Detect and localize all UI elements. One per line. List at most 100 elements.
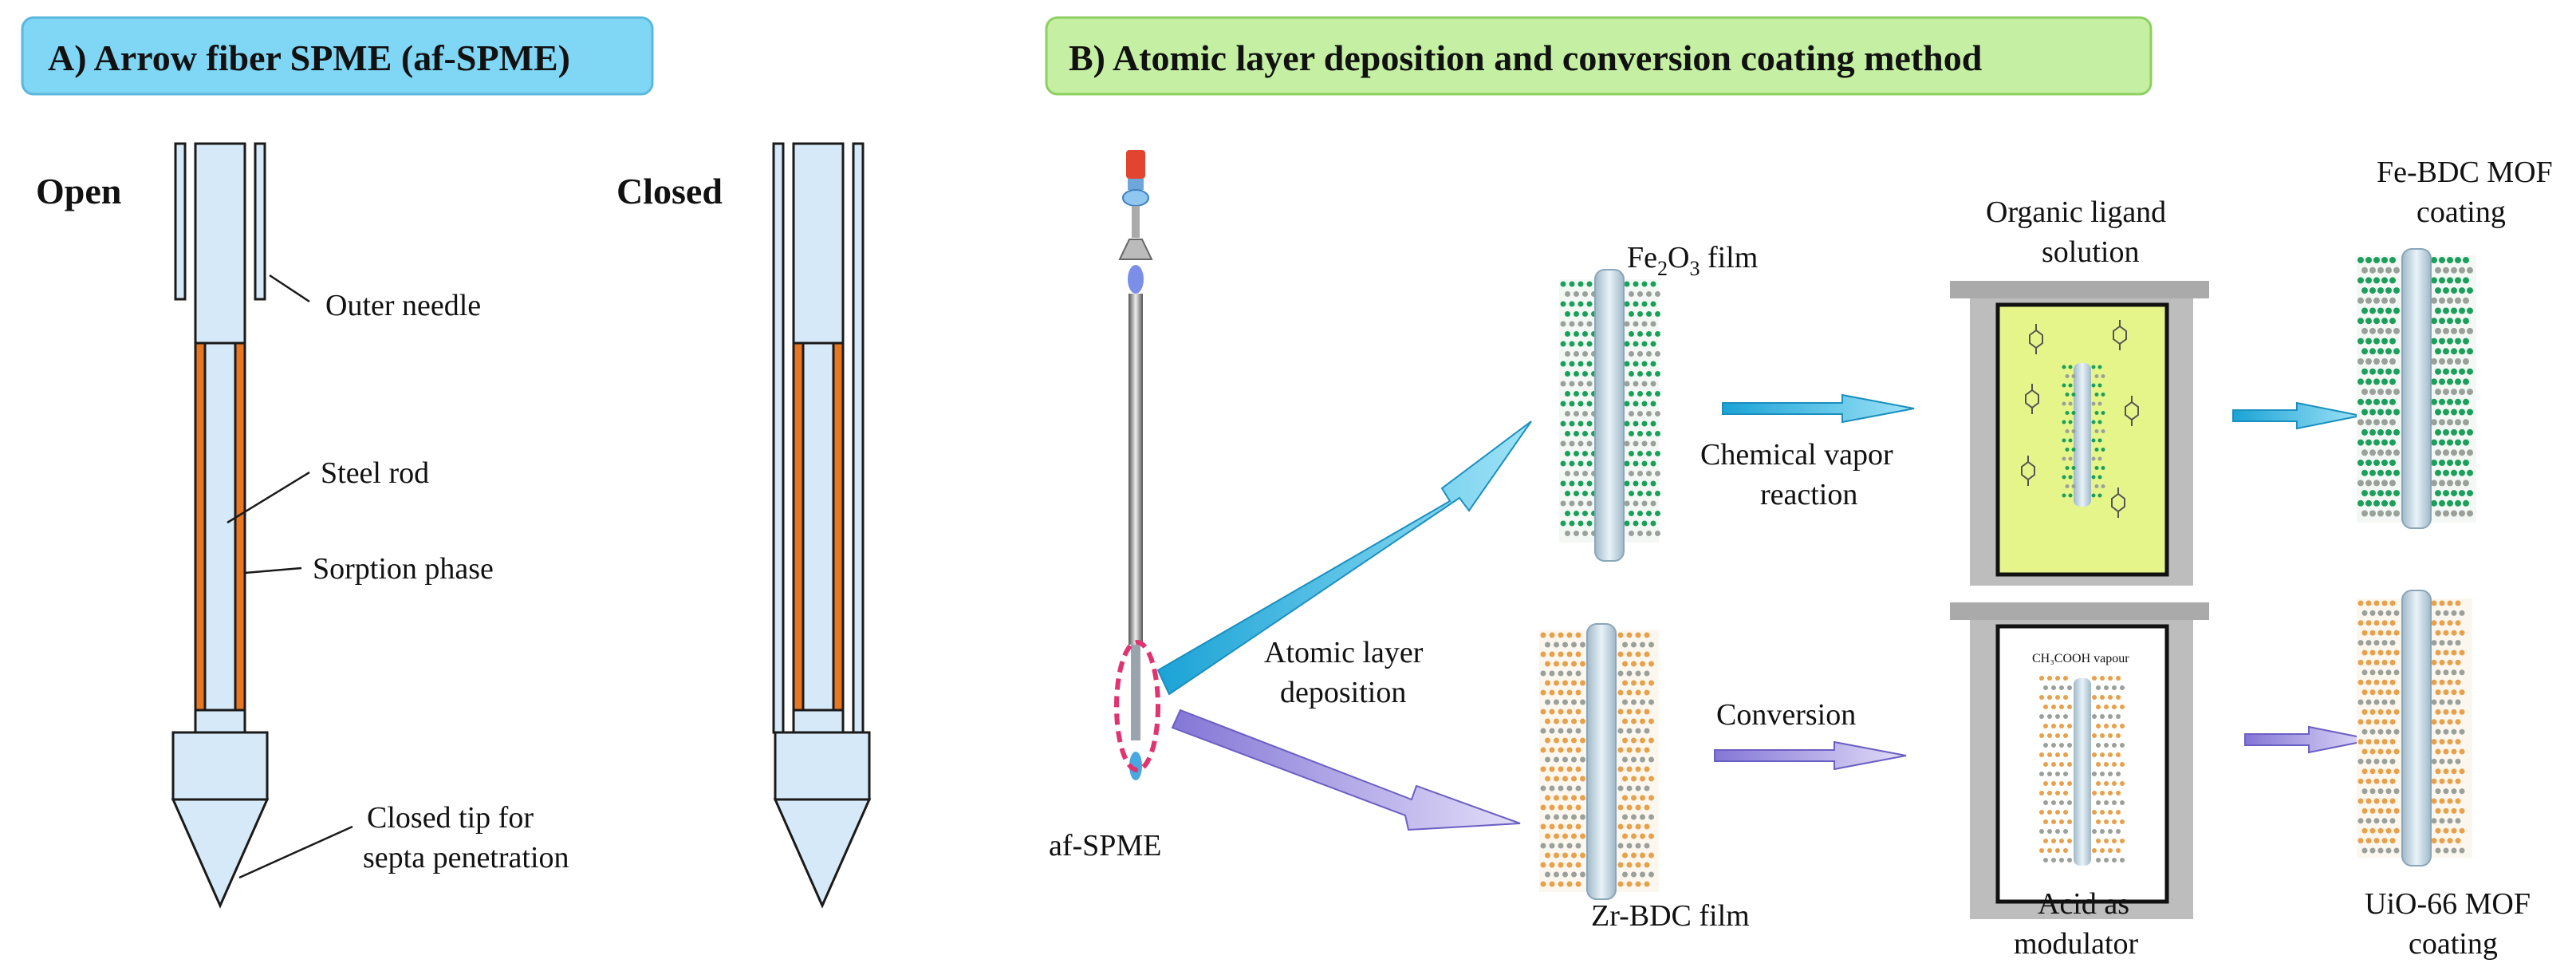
zr-bdc-particle <box>1622 718 1628 724</box>
fe2o3-particle <box>1650 480 1656 487</box>
fe-mof-particle <box>2435 409 2441 416</box>
zr-bdc-particle <box>1566 843 1573 849</box>
device-fiber-lower <box>1131 645 1140 740</box>
fe-mof-particle <box>2365 378 2372 385</box>
ligand-fiber-particle <box>2101 466 2105 470</box>
zr-bdc-particle <box>1545 756 1550 763</box>
fe-mof-particle <box>2393 389 2400 396</box>
acid-particle <box>2047 695 2052 700</box>
acid-particle <box>2116 714 2121 719</box>
zr-bdc-particle <box>1554 833 1559 839</box>
zr-bdc-particle <box>1549 670 1555 677</box>
ligand-fiber-particle <box>2065 374 2070 378</box>
fe2o3-particle <box>1650 281 1656 287</box>
fe-mof-particle <box>2447 439 2453 446</box>
ligand-fiber-particle <box>2094 393 2099 397</box>
zr-bdc-particle <box>1540 632 1546 638</box>
zr-bdc-particle <box>1571 661 1577 667</box>
ligand-label-line1: Organic ligand <box>1986 195 2166 229</box>
fe2o3-particle <box>1586 480 1593 487</box>
uio-mof-particle <box>2393 649 2400 656</box>
zr-bdc-particle <box>1617 632 1624 638</box>
ligand-reactor-lid <box>1950 281 2209 298</box>
zr-bdc-particle <box>1640 737 1645 744</box>
closed-sorption-left <box>792 341 805 712</box>
acid-particle <box>2120 685 2125 690</box>
fe2o3-particle <box>1629 531 1634 536</box>
uio-mof-particle <box>2373 719 2380 725</box>
fe-mof-particle <box>2431 439 2437 446</box>
closed-rod-upper <box>792 142 845 345</box>
zr-bdc-particle <box>1540 881 1546 887</box>
zr-bdc-particle <box>1558 823 1564 830</box>
fe-mof-particle <box>2455 318 2461 325</box>
fe-mof-particle <box>2377 307 2384 314</box>
fe2o3-particle <box>1641 381 1648 387</box>
acid-particle <box>2096 743 2101 748</box>
fe-mof-particle <box>2467 368 2473 375</box>
acid-particle <box>2059 724 2064 728</box>
fe2o3-film-label: Fe2O3 film <box>1627 241 1758 280</box>
zr-bdc-particle <box>1562 814 1568 820</box>
zr-bdc-particle <box>1554 699 1559 705</box>
fe-mof-particle <box>2373 439 2380 446</box>
uio-mof-particle <box>2369 728 2376 735</box>
fe-mof-particle <box>2369 348 2376 355</box>
fe-mof-particle <box>2385 428 2392 436</box>
acid-particle <box>2067 724 2072 728</box>
fe2o3-particle <box>1655 471 1660 476</box>
fe2o3-particle <box>1655 351 1660 357</box>
uio-mof-particle <box>2365 659 2372 665</box>
fe-mof-particle <box>2463 318 2469 325</box>
fe2o3-particle <box>1560 440 1566 447</box>
uio-mof-particle <box>2357 600 2364 606</box>
zr-bdc-particle <box>1549 689 1555 696</box>
zr-bdc-particle <box>1640 871 1645 878</box>
fe-mof-particle <box>2439 439 2445 446</box>
uio-mof-particle <box>2443 847 2449 854</box>
fe-mof-particle <box>2365 499 2372 507</box>
fe2o3-particle <box>1565 511 1570 516</box>
zr-bdc-particle <box>1644 785 1650 791</box>
uio-mof-particle <box>2443 827 2449 834</box>
fe2o3-particle <box>1586 401 1593 407</box>
fe2o3-particle <box>1586 281 1593 287</box>
fe2o3-particle <box>1655 331 1660 337</box>
ald-label-line1: Atomic layer <box>1264 636 1424 669</box>
zr-bdc-particle <box>1545 661 1550 667</box>
zr-bdc-particle <box>1648 737 1654 744</box>
closed-outer-right-wall <box>852 142 865 734</box>
acid-particle <box>2112 724 2117 728</box>
uio-arrow <box>2244 725 2373 754</box>
fe-mof-particle <box>2365 297 2372 304</box>
acid-particle <box>2055 848 2060 853</box>
uio-mof-particle <box>2373 798 2380 804</box>
fe-mof-particle <box>2447 297 2453 304</box>
zr-bdc-particle <box>1558 785 1564 791</box>
acid-particle <box>2043 705 2048 709</box>
fe-mof-particle <box>2381 460 2388 466</box>
acid-particle <box>2120 762 2125 767</box>
acid-particle <box>2116 695 2121 700</box>
fe2o3-particle <box>1646 451 1652 456</box>
uio-mof-particle <box>2381 818 2388 824</box>
acid-particle <box>2104 839 2109 843</box>
fe2o3-particle <box>1578 520 1584 527</box>
ligand-fiber-particle <box>2101 374 2105 378</box>
fe-mof-particle <box>2393 307 2400 314</box>
fe2o3-particle <box>1637 391 1643 397</box>
zr-bdc-particle <box>1631 641 1637 648</box>
acid-particle <box>2051 819 2056 824</box>
closed-sorption-right <box>832 341 845 712</box>
fe2o3-particle <box>1633 301 1639 307</box>
fe2o3-particle <box>1633 420 1639 427</box>
zr-bdc-particle <box>1549 728 1555 734</box>
acid-particle <box>2063 791 2068 795</box>
fe-mof-particle <box>2369 469 2376 476</box>
acid-particle <box>2051 781 2056 786</box>
fe2o3-particle <box>1624 460 1630 467</box>
zr-bdc-particle <box>1575 651 1581 657</box>
zr-bdc-particle <box>1540 728 1546 734</box>
uio-mof-particle <box>2447 778 2453 784</box>
fe-mof-particle <box>2459 307 2465 314</box>
